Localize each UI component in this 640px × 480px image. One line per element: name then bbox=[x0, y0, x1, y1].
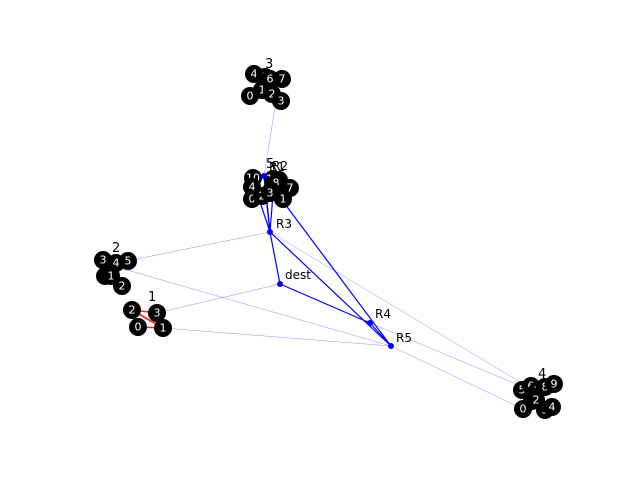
cluster-label: 5 bbox=[266, 157, 274, 172]
node-label: 8 bbox=[542, 381, 549, 394]
hub-link-line bbox=[269, 231, 281, 285]
graph-node[interactable]: 2 bbox=[113, 277, 131, 295]
links-layer bbox=[116, 100, 551, 410]
graph-node[interactable]: 9 bbox=[545, 375, 563, 393]
hub-link-line bbox=[279, 283, 371, 324]
node-label: 4 bbox=[113, 257, 120, 270]
link-line bbox=[390, 345, 524, 410]
graph-node[interactable]: 7 bbox=[273, 70, 291, 88]
node-circle bbox=[514, 400, 532, 418]
node-circle bbox=[148, 304, 166, 322]
node-label: 0 bbox=[249, 193, 256, 206]
graph-node[interactable]: 3 bbox=[272, 92, 290, 110]
node-label: 2 bbox=[119, 280, 126, 293]
link-line bbox=[116, 231, 271, 264]
graph-node[interactable]: 1 bbox=[154, 319, 172, 337]
graph-node[interactable]: 2 bbox=[123, 301, 141, 319]
node-circle bbox=[119, 252, 137, 270]
node-label: 3 bbox=[154, 307, 161, 320]
cluster-label: 3 bbox=[265, 57, 273, 72]
node-label: 3 bbox=[278, 95, 285, 108]
node-circle bbox=[543, 398, 561, 416]
intra-cluster-edges-layer bbox=[102, 73, 553, 411]
link-line bbox=[156, 283, 281, 314]
node-label: 2 bbox=[269, 88, 276, 101]
graph-node[interactable]: 1 bbox=[274, 190, 292, 208]
node-label: 0 bbox=[520, 403, 527, 416]
graph-node[interactable]: 3 bbox=[148, 304, 166, 322]
node-label: 2 bbox=[533, 394, 540, 407]
nodes-layer: 2301345012456701235678912034101164857023… bbox=[94, 65, 563, 419]
link-line bbox=[269, 231, 551, 401]
hub-node[interactable] bbox=[267, 229, 273, 235]
node-label: 5 bbox=[519, 384, 526, 397]
node-label: 1 bbox=[160, 322, 167, 335]
graph-node[interactable]: 0 bbox=[514, 400, 532, 418]
hub-label: R1 bbox=[269, 160, 285, 174]
hub-label: R5 bbox=[396, 331, 412, 345]
node-circle bbox=[545, 375, 563, 393]
node-label: 9 bbox=[551, 378, 558, 391]
hub-node[interactable] bbox=[367, 320, 373, 326]
node-label: 6 bbox=[267, 73, 274, 86]
node-label: 3 bbox=[267, 187, 274, 200]
node-label: 0 bbox=[247, 90, 254, 103]
node-circle bbox=[113, 277, 131, 295]
hub-node[interactable] bbox=[388, 343, 394, 349]
hub-node[interactable] bbox=[261, 173, 267, 179]
node-label: 8 bbox=[273, 177, 280, 190]
hub-link-line bbox=[269, 231, 392, 347]
hub-node[interactable] bbox=[277, 281, 283, 287]
hub-label: R2 bbox=[272, 159, 288, 173]
graph-node[interactable]: 4 bbox=[543, 398, 561, 416]
link-line bbox=[162, 327, 392, 347]
cluster-label: 4 bbox=[538, 367, 546, 382]
node-label: 0 bbox=[135, 321, 142, 334]
node-label: 4 bbox=[249, 181, 256, 194]
link-line bbox=[119, 267, 392, 347]
cluster-label: 1 bbox=[148, 290, 156, 305]
node-label: 1 bbox=[259, 84, 266, 97]
link-line bbox=[263, 100, 277, 177]
hub-label: dest bbox=[285, 268, 311, 282]
node-label: 1 bbox=[108, 270, 115, 283]
node-label: 5 bbox=[125, 255, 132, 268]
node-circle bbox=[273, 70, 291, 88]
node-circle bbox=[274, 190, 292, 208]
node-label: 4 bbox=[251, 68, 258, 81]
graph-node[interactable]: 0 bbox=[129, 318, 147, 336]
node-label: 3 bbox=[100, 254, 107, 267]
node-circle bbox=[123, 301, 141, 319]
node-label: 4 bbox=[549, 401, 556, 414]
node-label: 7 bbox=[287, 182, 294, 195]
hub-label: R4 bbox=[375, 307, 391, 321]
node-circle bbox=[129, 318, 147, 336]
node-circle bbox=[154, 319, 172, 337]
node-label: 7 bbox=[279, 73, 286, 86]
node-circle bbox=[272, 92, 290, 110]
node-label: 1 bbox=[280, 193, 287, 206]
graph-node[interactable]: 5 bbox=[119, 252, 137, 270]
cluster-label: 2 bbox=[112, 241, 120, 256]
node-label: 2 bbox=[129, 304, 136, 317]
hub-label: R3 bbox=[276, 217, 292, 231]
